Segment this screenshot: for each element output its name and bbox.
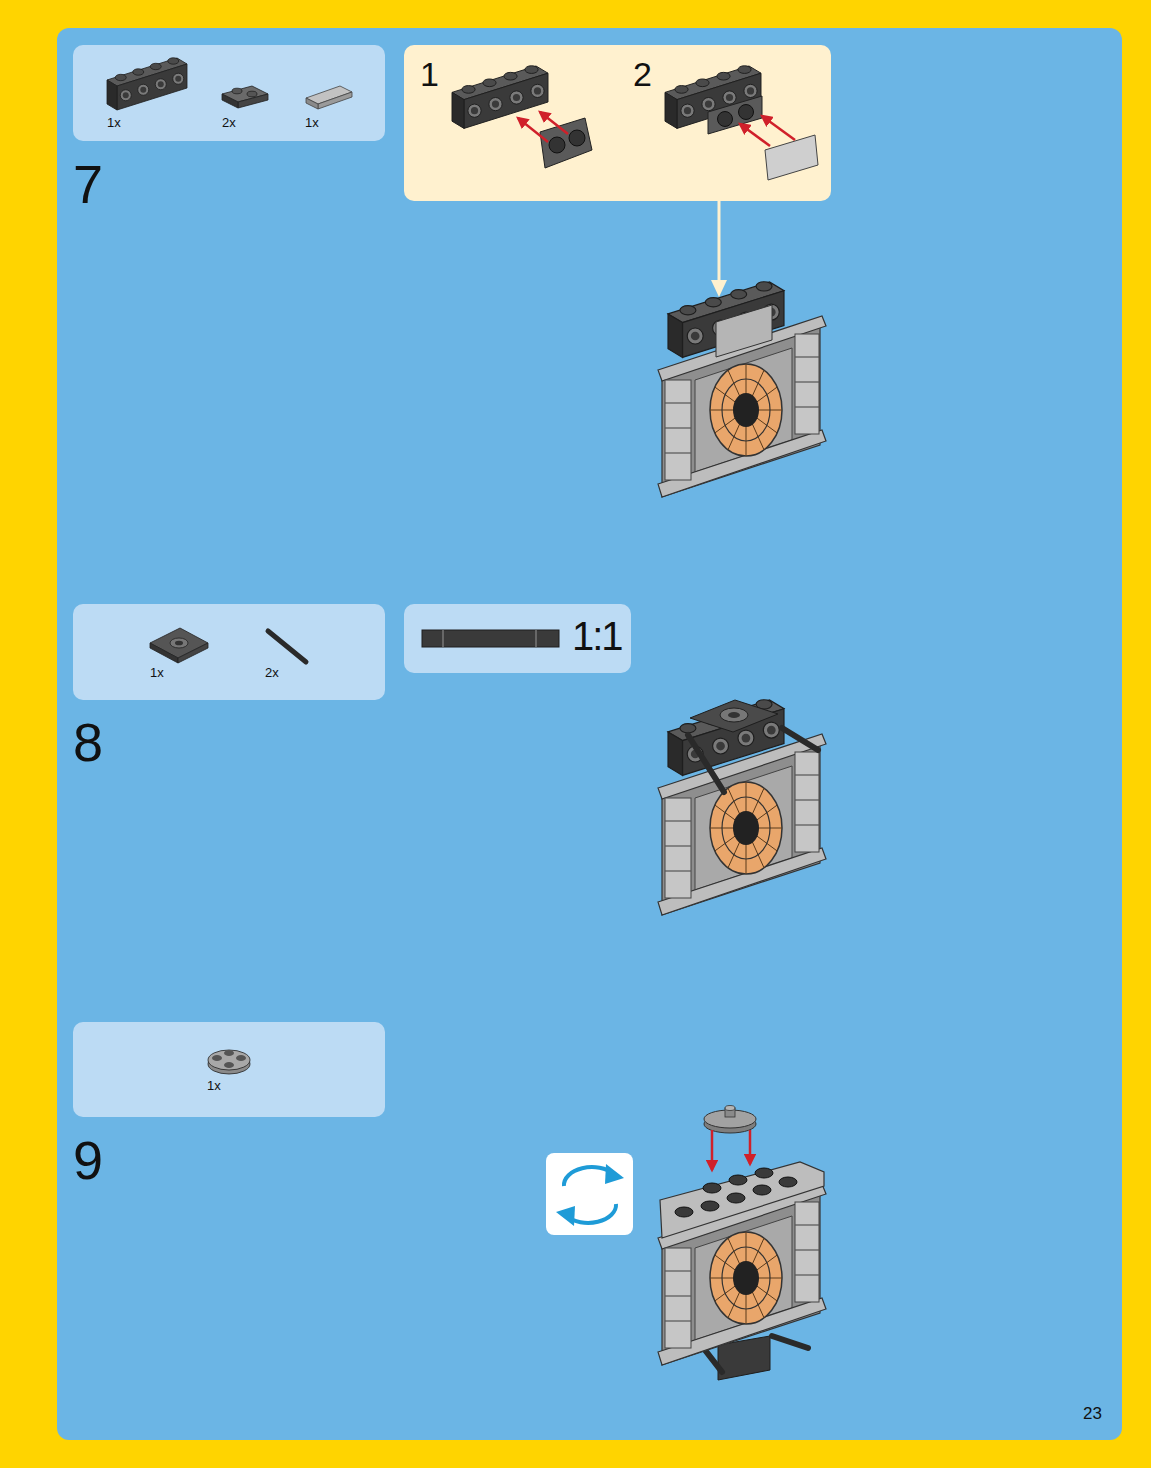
model-step9	[753, 1185, 771, 1195]
step-number: 7	[73, 157, 103, 211]
model-step9	[779, 1177, 797, 1187]
parts-box: 1x	[73, 1022, 385, 1117]
model-step7	[716, 305, 772, 357]
substep-number: 1	[420, 57, 439, 91]
model-step8	[720, 708, 748, 722]
model-step9	[658, 1184, 826, 1365]
model-step9	[749, 1130, 752, 1164]
model-step7	[658, 316, 826, 497]
model-step8	[658, 734, 826, 915]
model-step9	[658, 1106, 826, 1381]
model-step7	[658, 282, 826, 497]
model-step9	[729, 1175, 747, 1185]
model-step8	[782, 728, 818, 750]
model-step7	[668, 282, 784, 358]
callout-arrow	[711, 280, 727, 297]
part-count: 2x	[265, 666, 279, 679]
rotate-icon	[556, 1206, 575, 1226]
model-step8	[690, 700, 778, 732]
model-step8	[728, 712, 740, 718]
step-number: 8	[73, 715, 103, 769]
part-count: 1x	[305, 116, 319, 129]
parts-box: 1x 2x	[73, 604, 385, 700]
model-step9	[718, 1336, 770, 1380]
blue-panel	[57, 28, 1122, 1440]
rotate-icon	[546, 1153, 633, 1235]
rotate-icon	[605, 1164, 624, 1184]
model-step9	[725, 1108, 735, 1117]
callout-arrow	[711, 201, 727, 297]
model-step9	[701, 1201, 719, 1211]
callout-arrow	[718, 201, 721, 282]
model-step9	[727, 1193, 745, 1203]
model-step8	[668, 700, 784, 776]
substep-number: 2	[633, 57, 652, 91]
rotate-icon	[546, 1153, 633, 1235]
rotate-icon	[564, 1167, 614, 1186]
substep-callout: 12	[404, 45, 831, 201]
model-step9	[725, 1106, 735, 1111]
model-step9	[711, 1130, 714, 1170]
part-count: 1x	[150, 666, 164, 679]
part-count: 1x	[107, 116, 121, 129]
model-step8	[688, 735, 724, 792]
parts-box: 1x 2x 1x	[73, 45, 385, 141]
model-step9	[772, 1336, 808, 1348]
model-step9	[704, 1115, 756, 1133]
model-step9	[703, 1183, 721, 1193]
model-step9	[755, 1168, 773, 1178]
part-count: 2x	[222, 116, 236, 129]
model-step8	[658, 700, 826, 915]
model-step9	[704, 1110, 756, 1128]
rotate-icon	[566, 1204, 616, 1223]
scale-label: 1:1	[572, 616, 622, 656]
page-number: 23	[1083, 1405, 1102, 1422]
model-step9	[660, 1162, 824, 1238]
step-number: 9	[73, 1133, 103, 1187]
model-step9	[705, 1350, 722, 1372]
model-step9	[675, 1207, 693, 1217]
scale-box: 1:1	[404, 604, 631, 673]
part-count: 1x	[207, 1079, 221, 1092]
